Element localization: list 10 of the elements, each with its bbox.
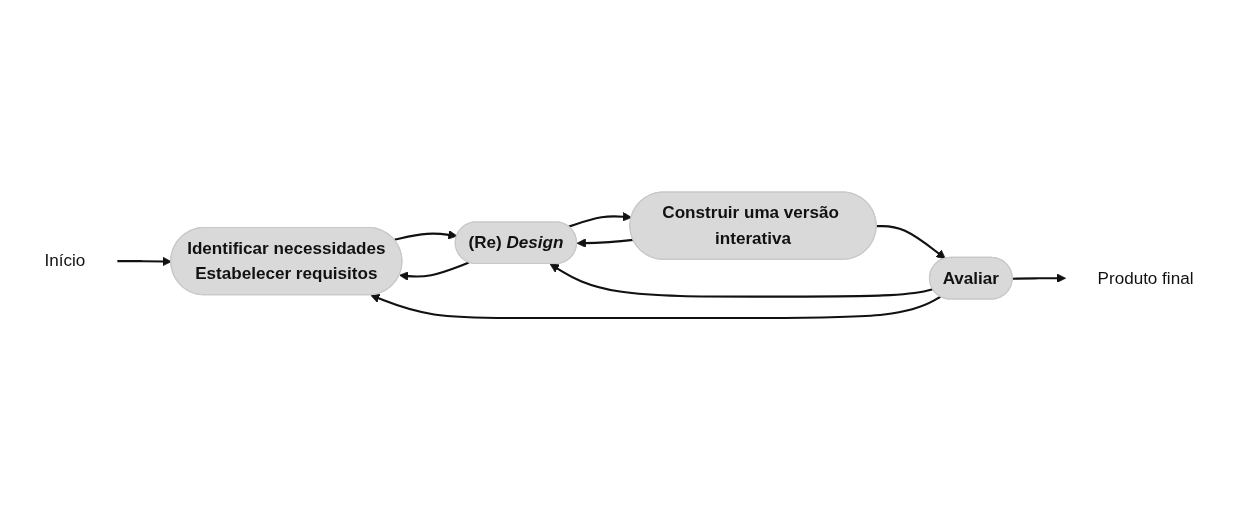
arrow <box>576 238 634 248</box>
node-text: Produto final <box>1097 268 1194 287</box>
arrow <box>1012 273 1066 283</box>
arrow <box>399 261 470 281</box>
arrow <box>370 293 941 320</box>
arrow <box>394 230 458 241</box>
node-text: Início <box>44 251 86 270</box>
arrow <box>568 212 632 228</box>
arrow <box>876 225 946 260</box>
arrow <box>549 263 934 298</box>
